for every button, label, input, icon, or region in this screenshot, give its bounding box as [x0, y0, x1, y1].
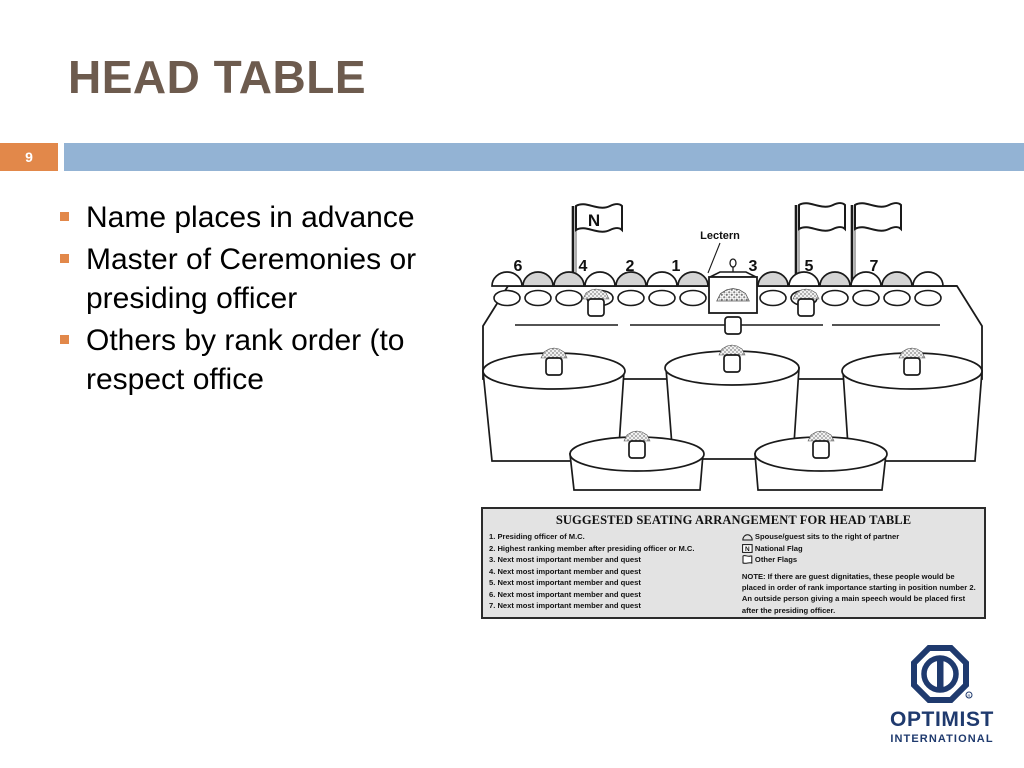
optimist-emblem-icon: R — [911, 645, 973, 703]
seating-legend-box: SUGGESTED SEATING ARRANGEMENT FOR HEAD T… — [481, 507, 986, 619]
legend-position-7: 7. Next most important member and quest — [489, 601, 641, 611]
bullet-list: Name places in advance Master of Ceremon… — [60, 198, 490, 402]
page-number-badge: 9 — [0, 143, 58, 171]
legend-symbol-spouse-label: Spouse/guest sits to the right of partne… — [754, 532, 900, 541]
list-item: Name places in advance — [60, 198, 490, 237]
logo-wordmark: OPTIMIST — [890, 708, 994, 731]
dome-seat-icon — [742, 534, 753, 541]
list-item: Others by rank order (to respect office — [60, 321, 490, 399]
round-table-back-left — [482, 347, 626, 462]
legend-position-3: 3. Next most important member and quest — [489, 555, 641, 565]
bullet-square-icon — [60, 335, 69, 344]
logo-subwordmark: INTERNATIONAL — [890, 733, 994, 745]
bullet-text: Name places in advance — [86, 201, 415, 234]
legend-position-2: 2. Highest ranking member after presidin… — [489, 543, 695, 553]
bullet-square-icon — [60, 212, 69, 221]
national-flag-letter: N — [588, 211, 600, 230]
round-table-front-right — [754, 430, 888, 491]
round-table-back-right — [841, 347, 983, 462]
other-flag-icon-2 — [850, 202, 902, 286]
legend-position-5: 5. Next most important member and quest — [489, 578, 641, 588]
divider-bar — [64, 143, 1024, 171]
seat-number-7: 7 — [870, 258, 879, 275]
round-table-front-left — [569, 430, 705, 491]
seat-number-3: 3 — [749, 258, 758, 275]
seat-number-6: 6 — [514, 258, 523, 275]
national-flag-icon: N — [742, 543, 753, 553]
seat-number-2: 2 — [626, 258, 635, 275]
legend-position-6: 6. Next most important member and quest — [489, 589, 641, 599]
legend-symbol-other-flags-label: Other Flags — [754, 555, 798, 565]
bullet-text: Others by rank order (to respect office — [86, 324, 405, 396]
seat-number-4: 4 — [579, 258, 588, 275]
head-table-seats — [491, 271, 944, 287]
legend-symbol-national-flag: N National Flag — [742, 543, 978, 555]
legend-note: NOTE: If there are guest dignitaties, th… — [741, 571, 976, 615]
page-title: HEAD TABLE — [68, 51, 367, 103]
legend-position-list: 1. Presiding officer of M.C. 2. Highest … — [489, 531, 735, 616]
legend-symbol-national-flag-label: National Flag — [754, 543, 803, 553]
lectern-icon — [708, 258, 758, 314]
optimist-international-logo: R OPTIMIST INTERNATIONAL — [877, 645, 1007, 745]
svg-text:N: N — [745, 546, 750, 553]
bullet-square-icon — [60, 254, 69, 263]
head-table-centerpiece-lectern — [724, 316, 742, 335]
legend-title: SUGGESTED SEATING ARRANGEMENT FOR HEAD T… — [555, 513, 912, 527]
seat-number-1: 1 — [672, 258, 681, 275]
bullet-text: Master of Ceremonies or presiding office… — [86, 243, 417, 315]
list-item: Master of Ceremonies or presiding office… — [60, 240, 490, 318]
legend-position-1: 1. Presiding officer of M.C. — [489, 532, 585, 541]
round-table-back-center — [664, 344, 800, 460]
seat-number-5: 5 — [805, 258, 814, 275]
legend-position-4: 4. Next most important member and quest — [489, 566, 641, 576]
head-table-diagram: N Lectern 6 4 2 1 3 5 — [470, 193, 995, 493]
svg-text:R: R — [968, 693, 971, 698]
other-flag-icon — [742, 555, 753, 565]
head-table-diagram-svg: N Lectern 6 4 2 1 3 5 — [482, 202, 983, 491]
seat-number-labels: 6 4 2 1 3 5 7 — [514, 258, 879, 275]
legend-symbol-other-flags: Other Flags — [742, 554, 978, 566]
lectern-label: Lectern — [700, 230, 740, 242]
legend-symbol-spouse: Spouse/guest sits to the right of partne… — [742, 531, 978, 543]
legend-symbol-list: Spouse/guest sits to the right of partne… — [735, 531, 978, 616]
